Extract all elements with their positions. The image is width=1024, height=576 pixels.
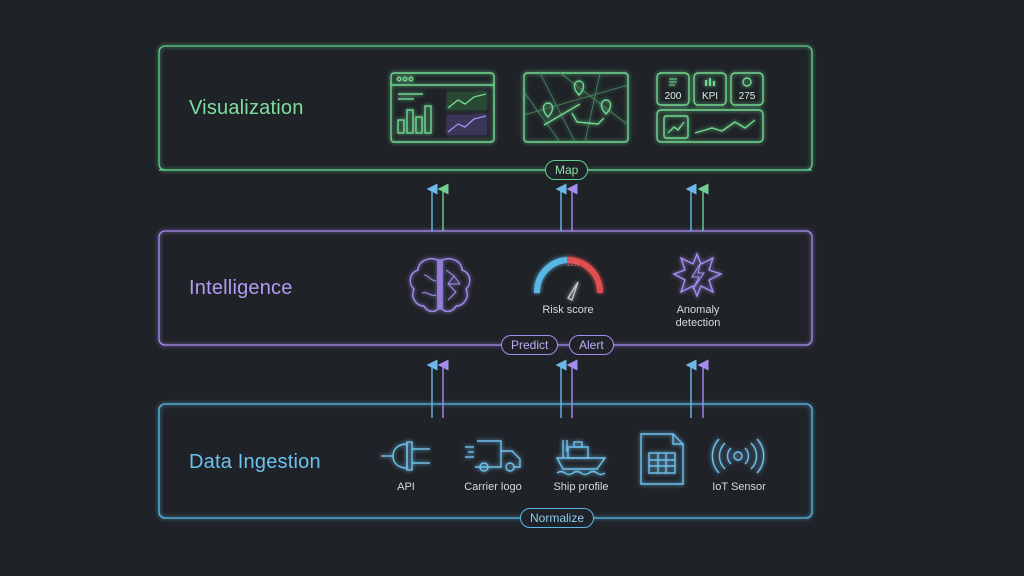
spreadsheet-icon	[640, 433, 684, 485]
ingestion-panel	[158, 403, 813, 519]
kpi-label: KPI	[701, 91, 719, 102]
gauge-icon	[533, 256, 604, 301]
dashboard-icon	[390, 72, 495, 143]
risk-score-label: Risk score	[542, 304, 594, 316]
kpi-value-1: 200	[664, 91, 682, 102]
alert-tag: Alert	[569, 335, 614, 355]
anomaly-burst-icon	[672, 252, 723, 298]
intelligence-title: Intelligence	[189, 277, 293, 299]
api-label: API	[397, 481, 415, 493]
anomaly-label: Anomaly detection	[675, 304, 721, 329]
ingestion-title: Data Ingestion	[189, 451, 321, 473]
brain-network-icon	[409, 258, 471, 313]
iot-sensor-label: IoT Sensor	[712, 481, 766, 493]
visualization-title: Visualization	[189, 97, 304, 119]
gauge-value: 21%	[567, 262, 580, 268]
intelligence-panel	[158, 230, 813, 346]
flow-arrows	[426, 183, 709, 418]
normalize-tag: Normalize	[520, 508, 595, 528]
kpi-cards-icon	[656, 72, 764, 143]
truck-icon	[465, 440, 521, 472]
sensor-icon	[711, 438, 765, 474]
carrier-logo-label: Carrier logo	[464, 481, 522, 493]
plug-icon	[381, 441, 430, 471]
ship-profile-label: Ship profile	[553, 481, 609, 493]
ship-icon	[555, 440, 607, 476]
predict-tag: Predict	[501, 335, 559, 355]
map-tag: Map	[545, 160, 589, 180]
kpi-value-2: 275	[738, 91, 756, 102]
map-icon	[523, 72, 629, 143]
